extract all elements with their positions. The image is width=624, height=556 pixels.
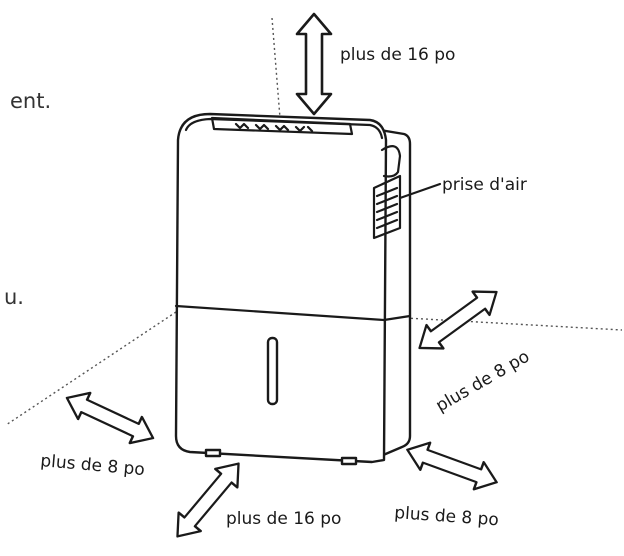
control-panel — [210, 116, 354, 136]
left-side-clearance-label: plus de 8 po — [40, 451, 146, 480]
water-tank-seam — [174, 304, 386, 322]
air-vent-grille — [372, 174, 402, 240]
control-buttons — [234, 122, 314, 133]
front-clearance-label: plus de 16 po — [226, 509, 341, 529]
double-arrow-icon — [295, 12, 333, 116]
right-side-clearance-label: plus de 8 po — [433, 347, 534, 417]
unit-front — [174, 112, 388, 464]
back-right-clearance-label: plus de 8 po — [394, 503, 500, 530]
vertical-guide-line — [271, 17, 281, 119]
water-level-window — [266, 336, 279, 406]
carry-handle — [380, 145, 402, 178]
left-floor-guide-line — [5, 311, 177, 426]
right-floor-guide-line — [405, 317, 623, 331]
guide-lines — [5, 17, 623, 426]
dehumidifier-icon — [174, 112, 412, 466]
top-clearance-label: plus de 16 po — [340, 45, 455, 65]
text-fragment-2: u. — [4, 285, 24, 309]
double-arrow-icon — [165, 453, 251, 547]
front-foot-left — [204, 448, 222, 458]
air-intake-label: prise d'air — [442, 175, 527, 195]
double-arrow-icon — [59, 383, 161, 453]
air-intake-pointer — [398, 182, 442, 200]
double-arrow-icon — [401, 434, 503, 498]
text-fragment-1: ent. — [10, 89, 51, 113]
front-foot-right — [340, 456, 358, 466]
double-arrow-icon — [409, 279, 507, 361]
side-seam — [382, 314, 412, 322]
